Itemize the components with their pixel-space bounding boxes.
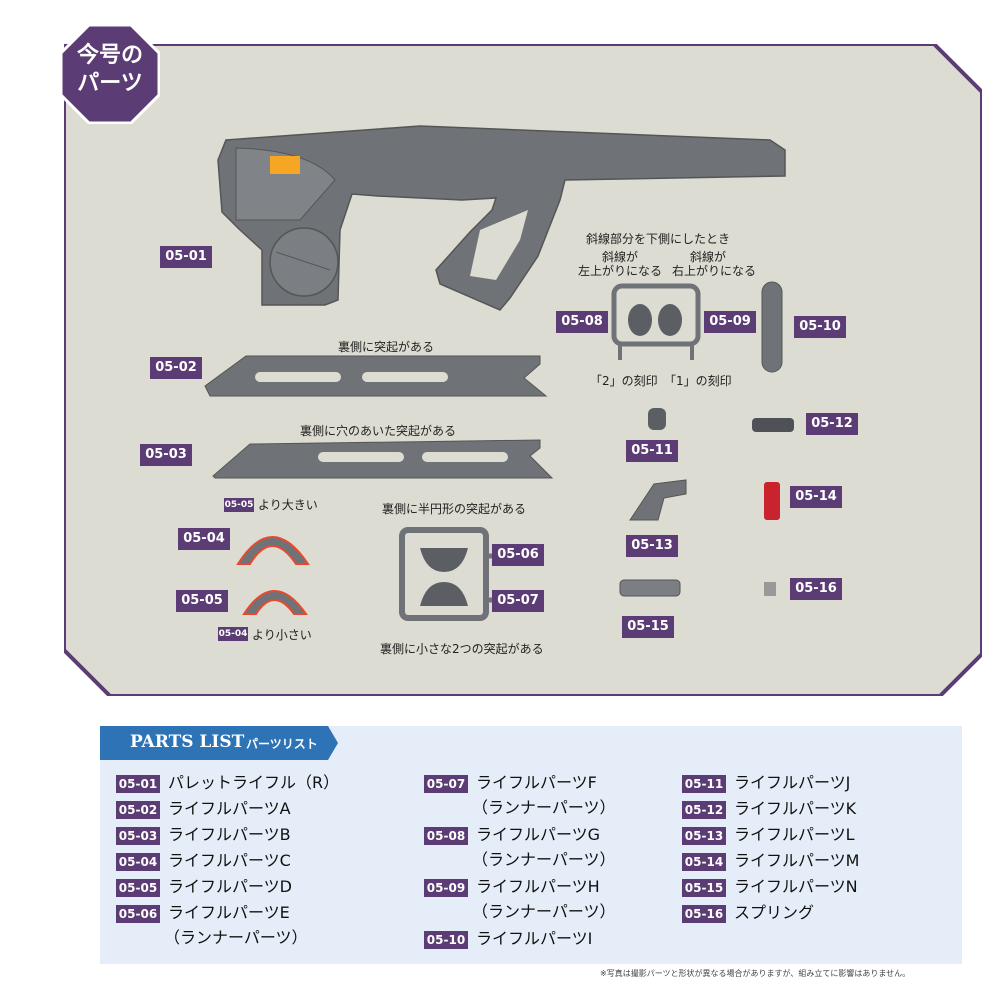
part-05-05-arc — [242, 590, 308, 615]
small-label-05-04: 05-04 — [218, 627, 248, 641]
part-05-04-arc — [236, 536, 310, 565]
part-05-11 — [648, 408, 666, 430]
annotation-back-bump: 裏側に突起がある — [338, 340, 435, 354]
annotation-shasen-left-1: 斜線が — [602, 250, 639, 264]
label-05-04: 05-04 — [178, 528, 230, 550]
label-05-10: 05-10 — [794, 316, 846, 338]
label-05-03: 05-03 — [140, 444, 192, 466]
parts-list-title-jp: パーツリスト — [246, 737, 318, 751]
label-05-15: 05-15 — [622, 616, 674, 638]
footnote: ※写真は撮影パーツと形状が異なる場合がありますが、組み立てに影響はありません。 — [600, 969, 911, 978]
small-label-05-05: 05-05 — [224, 498, 254, 512]
parts-list-title-en: PARTS LIST — [130, 732, 245, 752]
part-05-08-09-runner — [611, 283, 701, 360]
annotation-shasen-right-1: 斜線が — [690, 250, 727, 264]
annotation-shasen-right-2: 右上がりになる — [672, 264, 757, 278]
annotation-smaller-than: より小さい — [252, 628, 312, 642]
part-05-16 — [764, 582, 776, 596]
annotation-shasen-title: 斜線部分を下側にしたとき — [586, 232, 731, 246]
part-05-01-rifle-body — [217, 125, 786, 311]
label-05-11: 05-11 — [626, 440, 678, 462]
label-05-09: 05-09 — [704, 311, 756, 333]
annotation-semicircle: 裏側に半円形の突起がある — [382, 502, 527, 516]
label-05-05: 05-05 — [176, 590, 228, 612]
part-05-15 — [619, 579, 681, 597]
part-05-10 — [761, 281, 783, 373]
annotation-mark-1: 「1」の刻印 — [664, 374, 732, 388]
badge-line-2: パーツ — [77, 71, 143, 96]
annotation-mark-2: 「2」の刻印 — [590, 374, 658, 388]
label-05-13: 05-13 — [626, 535, 678, 557]
part-05-12 — [752, 418, 794, 432]
label-05-16: 05-16 — [790, 578, 842, 600]
label-05-02: 05-02 — [150, 357, 202, 379]
badge-title: 今号の パーツ — [60, 42, 160, 98]
part-05-02 — [204, 355, 548, 397]
label-05-06: 05-06 — [492, 544, 544, 566]
part-05-14 — [764, 482, 780, 520]
badge-line-1: 今号の — [76, 43, 143, 68]
label-05-08: 05-08 — [556, 311, 608, 333]
label-05-12: 05-12 — [806, 413, 858, 435]
part-05-06-07-runner — [399, 527, 494, 621]
label-05-07: 05-07 — [492, 590, 544, 612]
octagon-badge — [60, 24, 160, 124]
parts-list-header: PARTS LIST パーツリスト — [100, 726, 338, 760]
annotation-two-bumps: 裏側に小さな2つの突起がある — [380, 642, 544, 656]
part-05-03 — [212, 439, 554, 479]
parts-photo — [204, 125, 794, 621]
annotation-bigger-than: より大きい — [258, 498, 318, 512]
annotation-back-hole: 裏側に穴のあいた突起がある — [300, 424, 457, 438]
part-05-13 — [629, 479, 687, 521]
annotation-shasen-left-2: 左上がりになる — [578, 264, 663, 278]
label-05-01: 05-01 — [160, 246, 212, 268]
parts-list-panel — [100, 726, 962, 964]
label-05-14: 05-14 — [790, 486, 842, 508]
